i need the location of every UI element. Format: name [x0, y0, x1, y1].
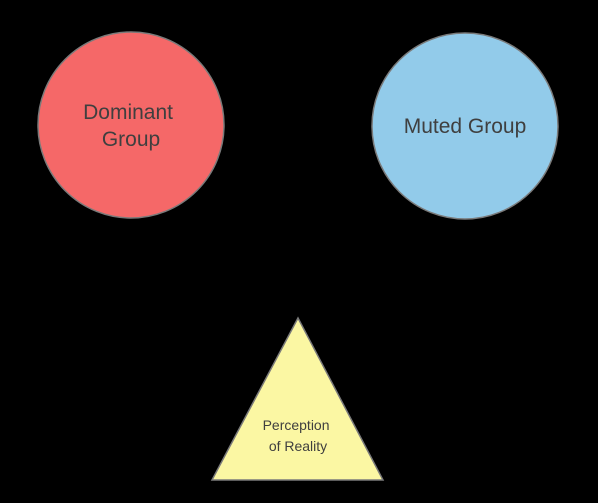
dominant-group-circle: [37, 31, 225, 219]
dominant-group-node: Dominant Group: [37, 31, 225, 219]
muted-group-node: Muted Group: [371, 32, 559, 220]
muted-group-label: Muted Group: [404, 115, 527, 138]
dominant-group-label-line-2: Group: [102, 128, 160, 151]
perception-label-line-1: Perception: [263, 417, 330, 433]
perception-of-reality-node: Perception of Reality: [210, 316, 385, 481]
perception-of-reality-triangle: [210, 316, 385, 481]
svg-text:Muted Group: Muted Group: [404, 115, 527, 138]
muted-group-circle: [371, 32, 559, 220]
perception-label-line-2: of Reality: [269, 438, 327, 454]
svg-text:Dominant Group: Dominant Group: [83, 101, 179, 151]
svg-text:Perception of Reality: Perception of Reality: [263, 417, 334, 454]
dominant-group-label-line-1: Dominant: [83, 101, 173, 124]
